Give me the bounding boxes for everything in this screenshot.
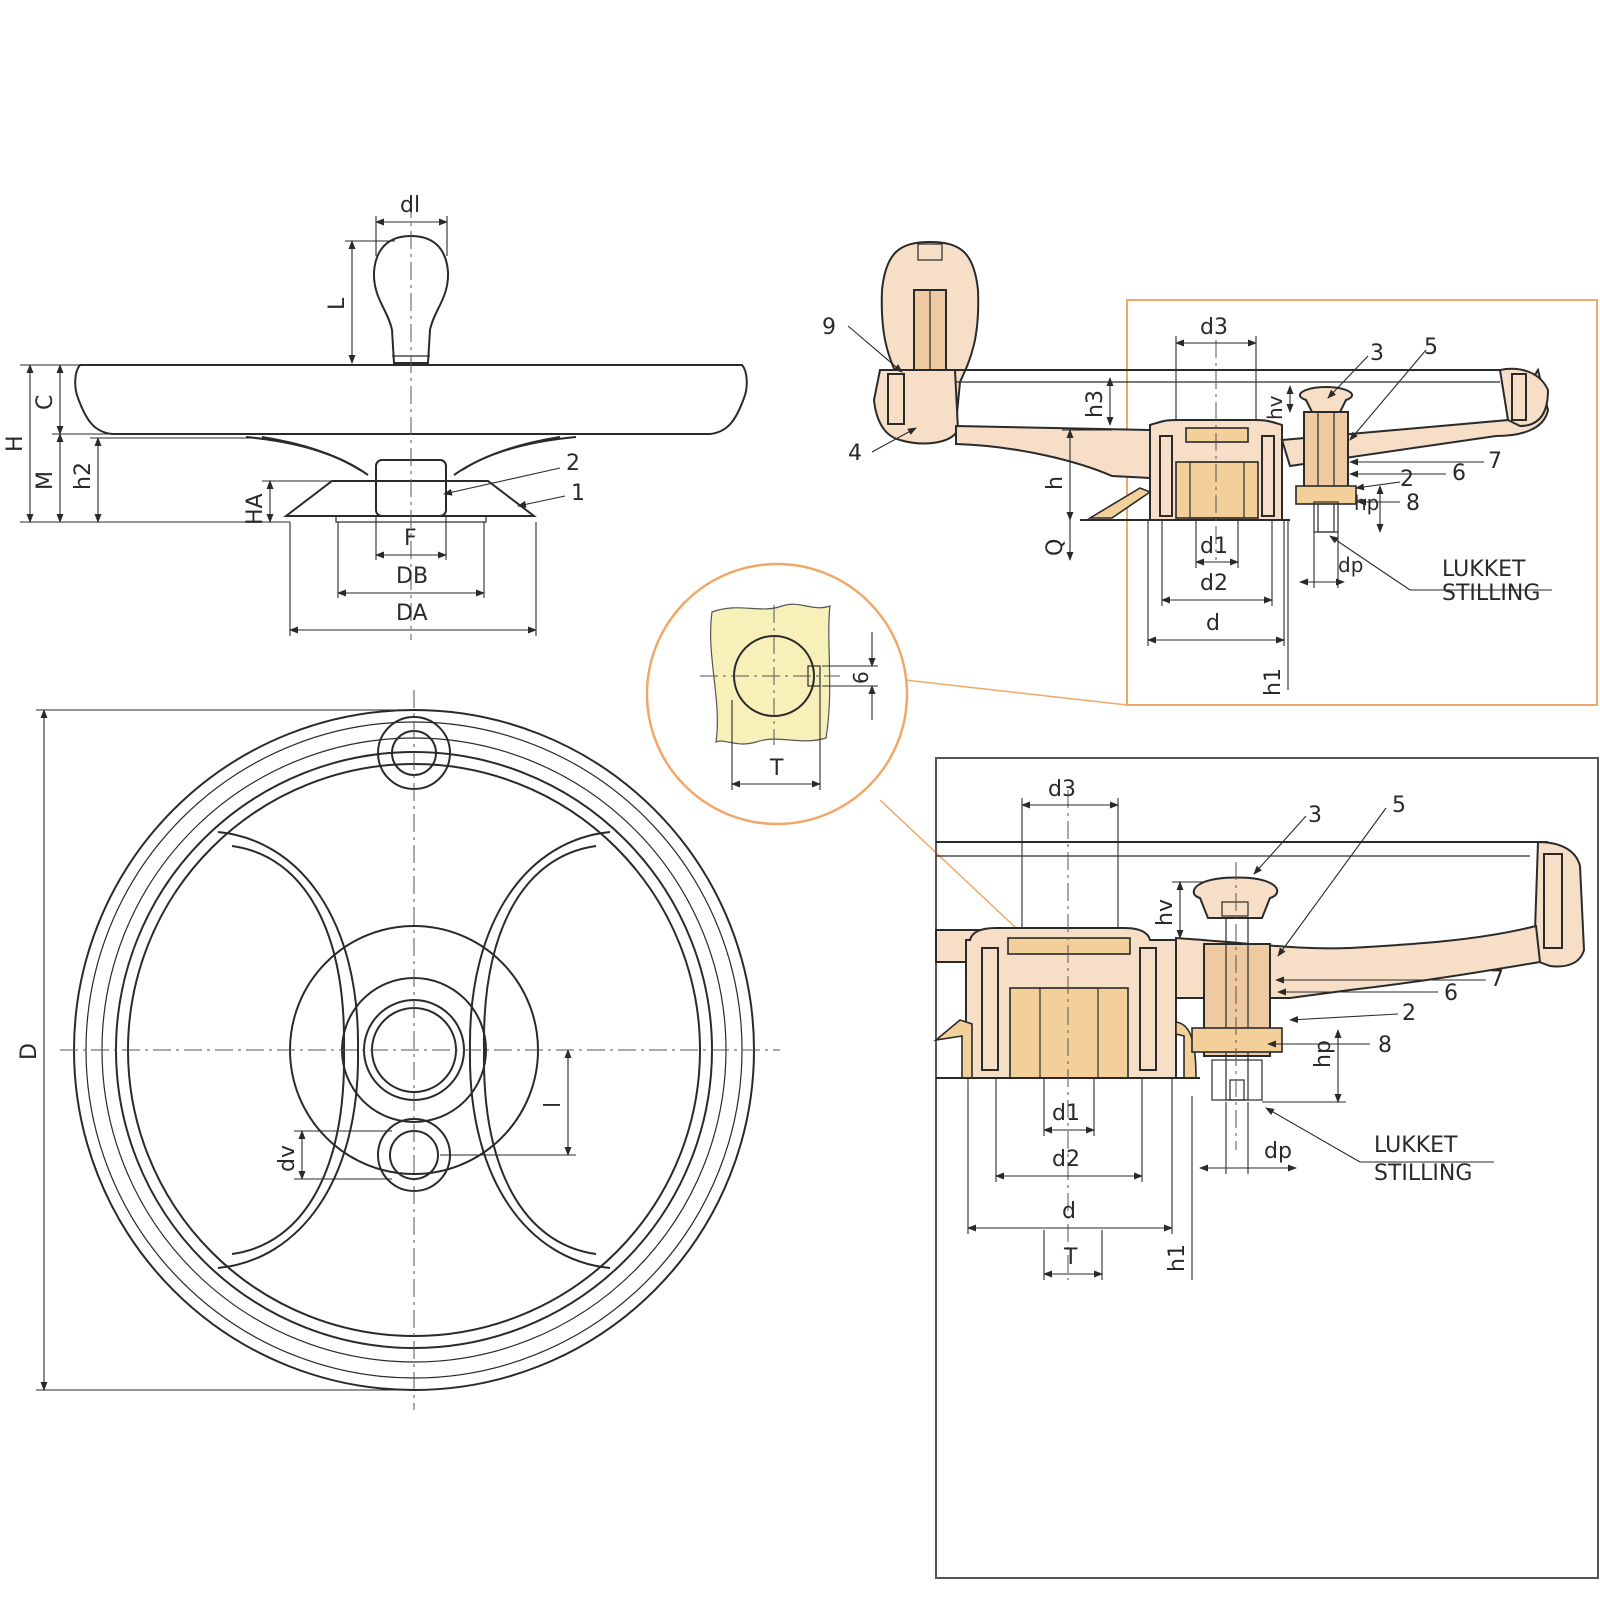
section-view: d3 h3 h Q d1 d2 d h1 hv hp dp 9 — [822, 240, 1598, 706]
sec-dim-h: h — [1043, 476, 1068, 490]
enl-dim-d1: d1 — [1052, 1101, 1080, 1126]
rim-section-left — [872, 369, 960, 445]
dim-dl: dl — [400, 193, 420, 218]
sec-dim-dp: dp — [1338, 553, 1363, 577]
enl-item-5: 5 — [1392, 793, 1406, 818]
item-1-label: 1 — [571, 481, 585, 506]
spoke-left — [245, 436, 369, 476]
enl-item-2: 2 — [1402, 1001, 1416, 1026]
wheel-rim — [74, 364, 748, 435]
sec-item-6: 6 — [1452, 461, 1466, 486]
enl-item-8: 8 — [1378, 1033, 1392, 1058]
dim-M: M — [33, 471, 58, 490]
sec-dim-hp: hp — [1354, 491, 1379, 515]
sec-item-4: 4 — [848, 441, 862, 466]
enl-item-7: 7 — [1490, 967, 1504, 992]
sec-dim-d1: d1 — [1200, 534, 1228, 559]
enl-dim-d3: d3 — [1048, 777, 1076, 802]
enl-dim-T: T — [1063, 1245, 1078, 1270]
dim-DB: DB — [396, 564, 428, 589]
enl-dim-dp: dp — [1264, 1139, 1292, 1164]
dim-D: D — [17, 1043, 42, 1060]
enl-dim-h1: h1 — [1165, 1244, 1190, 1272]
enl-dim-hv: hv — [1153, 899, 1178, 926]
top-view: D l dv — [17, 690, 780, 1410]
dim-l: l — [541, 1102, 566, 1108]
enlarged-frame — [935, 757, 1599, 1579]
sec-dim-d: d — [1206, 611, 1220, 636]
dim-dv: dv — [275, 1145, 300, 1172]
sec-item-8: 8 — [1406, 491, 1420, 516]
dim-T-detail: T — [769, 756, 784, 781]
connector-line-1 — [904, 679, 1128, 706]
sec-dim-d3: d3 — [1200, 315, 1228, 340]
sec-dim-h1: h1 — [1261, 668, 1286, 696]
enl-stilling: STILLING — [1374, 1161, 1472, 1186]
sec-dim-h3: h3 — [1083, 390, 1108, 418]
dim-DA: DA — [396, 601, 428, 626]
enlarged-view: d3 hv hp dp d1 d2 d T h1 3 5 — [933, 757, 1599, 1579]
enl-dim-hp: hp — [1311, 1040, 1336, 1068]
dim-HA: HA — [243, 493, 268, 525]
item-2-label: 2 — [566, 451, 580, 476]
dim-six: 6 — [849, 671, 873, 684]
sec-item-2: 2 — [1400, 467, 1414, 492]
enl-bushing — [1009, 987, 1129, 1079]
enl-dim-d: d — [1062, 1199, 1076, 1224]
dim-h2: h2 — [71, 462, 96, 490]
side-view: dl L H C M h2 HA F DB DA 2 — [3, 193, 748, 640]
spoke-right — [453, 436, 577, 476]
spoke-left-arc — [217, 831, 360, 1269]
enl-dim-d2: d2 — [1052, 1147, 1080, 1172]
sec-item-5: 5 — [1424, 335, 1438, 360]
sec-item-3: 3 — [1370, 341, 1384, 366]
sec-stilling: STILLING — [1442, 581, 1540, 606]
sec-dim-hv: hv — [1263, 395, 1287, 420]
spoke-section-left — [955, 424, 1151, 480]
enl-plunger-knob — [1192, 876, 1279, 919]
sec-item-7: 7 — [1488, 449, 1502, 474]
keyway-detail: 6 T — [645, 562, 909, 826]
sec-dim-d2: d2 — [1200, 571, 1228, 596]
dim-L: L — [325, 297, 350, 310]
sec-item-9: 9 — [822, 315, 836, 340]
shaft-section — [710, 603, 831, 745]
dim-C: C — [33, 395, 58, 410]
sec-lukket: LUKKET — [1442, 557, 1526, 582]
dim-H: H — [3, 435, 28, 452]
plunger-knob — [1299, 386, 1353, 413]
enl-rim-right — [1532, 840, 1586, 968]
hub — [283, 480, 537, 517]
dim-F: F — [404, 526, 417, 551]
sec-dim-Q: Q — [1043, 539, 1068, 556]
enl-item-3: 3 — [1308, 803, 1322, 828]
enl-item-6: 6 — [1444, 981, 1458, 1006]
bore-bushing — [1175, 461, 1259, 519]
enl-lukket: LUKKET — [1374, 1133, 1458, 1158]
